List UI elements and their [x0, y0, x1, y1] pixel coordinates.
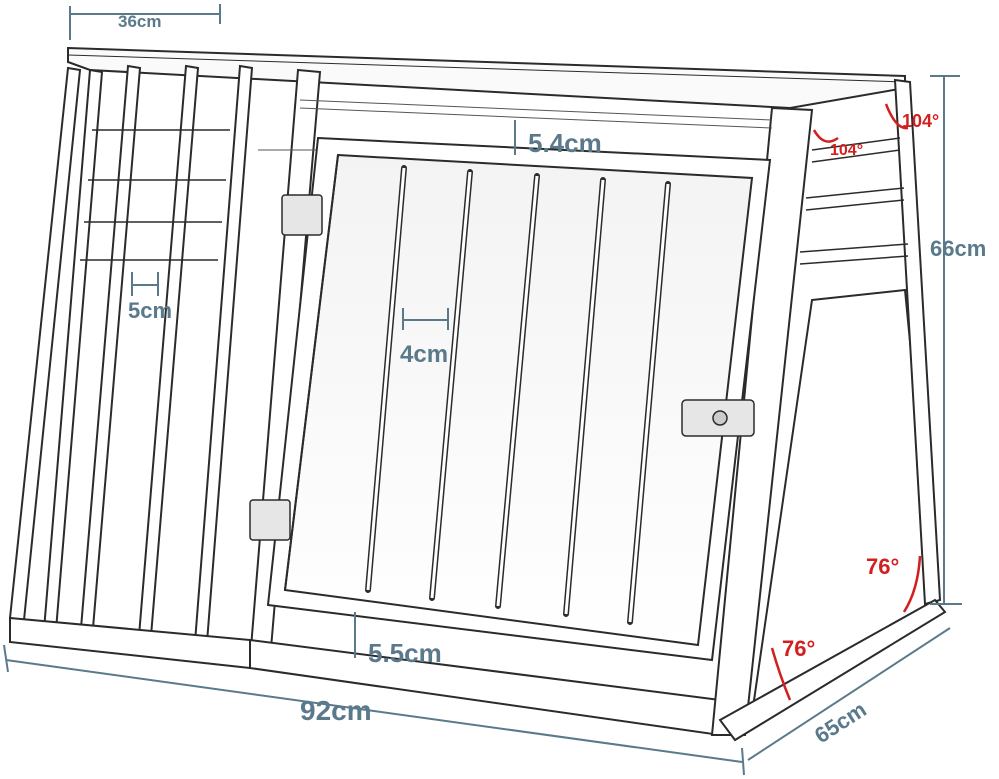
label-door-gap-top: 5.4cm [528, 128, 602, 158]
label-angle-top-inner: 104° [830, 142, 863, 159]
door [266, 136, 772, 662]
label-angle-bottom-right: 76° [782, 636, 815, 661]
base-left [9, 616, 251, 670]
label-door-bar-gap: 4cm [400, 341, 448, 368]
left-side-post-4 [192, 64, 254, 656]
label-side-bar-gap: 5cm [128, 298, 172, 323]
angle-arc-side [902, 555, 922, 613]
dimension-lines [3, 4, 962, 776]
left-side-post-3 [136, 64, 200, 649]
lower-hinge [249, 499, 291, 541]
angle-arcs [770, 103, 922, 701]
label-angle-side-right: 76° [866, 554, 899, 579]
base-right [718, 598, 947, 742]
dimension-labels: 36cm 5.4cm 66cm 104° 104° 5cm 4cm 76° 76… [118, 12, 986, 748]
angle-arc-top-inner [812, 129, 839, 143]
angle-arc-bottom [770, 647, 792, 701]
label-height: 66cm [930, 236, 986, 261]
label-top-width: 36cm [118, 12, 161, 31]
right-back-post [893, 78, 942, 606]
label-length: 92cm [300, 695, 372, 726]
left-side-rungs [80, 129, 230, 261]
upper-hinge [281, 194, 323, 236]
label-angle-top-right: 104° [902, 111, 939, 131]
right-side-rails [799, 137, 909, 265]
door-hardware [249, 194, 755, 541]
label-door-gap-bottom: 5.5cm [368, 638, 442, 668]
label-depth: 65cm [810, 697, 871, 749]
angle-arc-top-right [884, 103, 909, 130]
